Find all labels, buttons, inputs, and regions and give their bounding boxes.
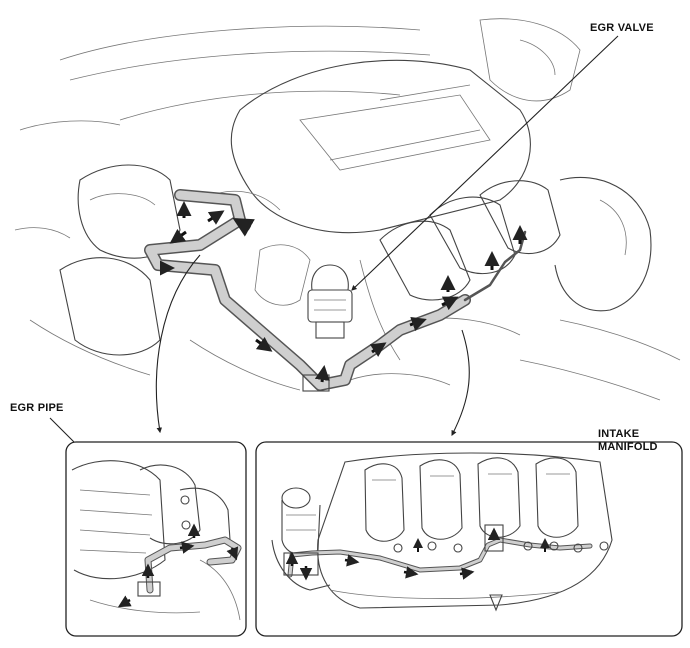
detail-box-egr-pipe bbox=[65, 441, 247, 637]
egr-valve-illustration bbox=[307, 264, 353, 339]
egr-valve-label: EGR VALVE bbox=[590, 22, 654, 34]
intake-manifold-label-line1: INTAKE bbox=[598, 428, 640, 440]
egr-pipe-main bbox=[144, 189, 528, 392]
detail-box-intake-manifold bbox=[255, 441, 683, 637]
engine-bay-sketch bbox=[14, 18, 681, 401]
flow-arrows bbox=[160, 201, 528, 383]
egr-pipe-label: EGR PIPE bbox=[10, 402, 64, 414]
intake-manifold-label-line2: MANIFOLD bbox=[598, 441, 658, 453]
